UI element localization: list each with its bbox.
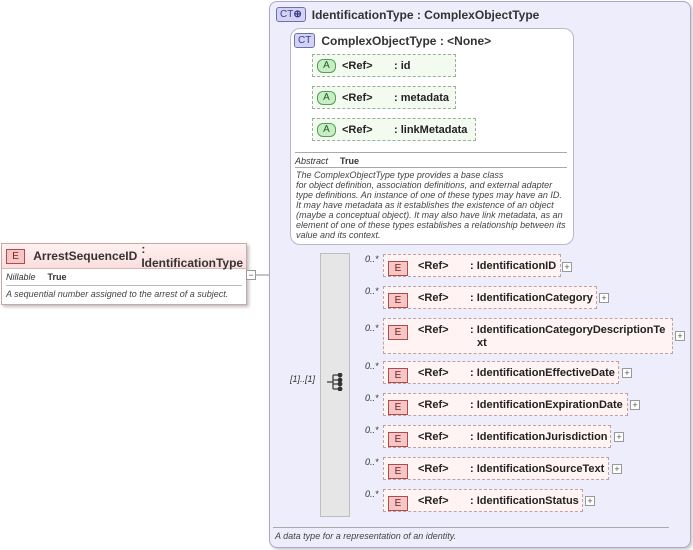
attribute-ref: <Ref> [342, 123, 373, 136]
description-line: value and its context. [296, 230, 381, 240]
complex-type-header: CT⊕ IdentificationType : ComplexObjectTy… [276, 7, 539, 22]
expand-icon[interactable]: + [585, 496, 595, 506]
complex-type-divider [273, 527, 669, 528]
child-ref: <Ref> [418, 495, 449, 507]
attribute-name: : metadata [394, 91, 450, 104]
child-multiplicity: 0..* [365, 361, 379, 371]
expand-icon[interactable]: + [612, 464, 622, 474]
child-multiplicity: 0..* [365, 489, 379, 499]
child-name: : IdentificationID [470, 260, 557, 272]
element-badge-icon: E [388, 325, 408, 340]
attribute-link-metadata[interactable]: A <Ref> : linkMetadata [312, 118, 476, 141]
nillable-row: Nillable True [6, 272, 242, 282]
child-name: : IdentificationJurisdiction [470, 431, 608, 443]
nillable-label: Nillable [6, 272, 36, 282]
expand-icon[interactable]: + [614, 432, 624, 442]
description-line: type definitions. An instance of one of … [296, 190, 562, 200]
element-badge-icon: E [388, 496, 408, 511]
element-badge-icon: E [388, 293, 408, 308]
child-ref: <Ref> [418, 292, 449, 304]
base-type-header: CT ComplexObjectType : <None> [294, 33, 491, 48]
sequence-cardinality: [1]..[1] [290, 374, 316, 384]
child-name: : IdentificationStatus [470, 495, 579, 507]
description-line: element of one of these types establishe… [296, 220, 566, 230]
base-type-description: The ComplexObjectType type provides a ba… [296, 170, 571, 240]
abstract-value: True [340, 156, 360, 166]
attribute-ref: <Ref> [342, 59, 373, 72]
attribute-badge-icon: A [317, 122, 336, 137]
child-identification-category[interactable]: E <Ref> : IdentificationCategory [383, 286, 597, 309]
child-name: : IdentificationEffectiveDate [470, 367, 615, 379]
expand-icon[interactable]: + [562, 262, 572, 272]
element-badge-icon: E [388, 261, 408, 276]
sequence-compositor-icon [327, 373, 343, 391]
attribute-name: : id [394, 59, 411, 72]
element-type: : IdentificationType [141, 242, 244, 270]
attribute-name: : linkMetadata [394, 123, 468, 136]
child-multiplicity: 0..* [365, 254, 379, 264]
base-type-divider [295, 167, 567, 168]
child-ref: <Ref> [418, 431, 449, 443]
child-identification-jurisdiction[interactable]: E <Ref> : IdentificationJurisdiction [383, 425, 611, 448]
element-badge-icon: E [388, 432, 408, 447]
child-multiplicity: 0..* [365, 457, 379, 467]
attribute-id[interactable]: A <Ref> : id [312, 54, 456, 77]
child-multiplicity: 0..* [365, 425, 379, 435]
collapse-toggle-icon[interactable]: − [246, 270, 256, 280]
child-ref: <Ref> [418, 367, 449, 379]
child-identification-status[interactable]: E <Ref> : IdentificationStatus [383, 489, 583, 512]
base-type-title: ComplexObjectType : <None> [321, 33, 492, 48]
expand-icon[interactable]: + [630, 400, 640, 410]
sequence-compositor[interactable] [320, 253, 350, 517]
child-multiplicity: 0..* [365, 323, 379, 333]
element-description: A sequential number assigned to the arre… [6, 289, 229, 299]
nillable-value: True [47, 272, 67, 282]
child-ref: <Ref> [418, 324, 449, 336]
child-identification-source-text[interactable]: E <Ref> : IdentificationSourceText [383, 457, 609, 480]
expand-icon[interactable]: + [622, 368, 632, 378]
child-name-continued: xt [477, 337, 487, 349]
child-ref: <Ref> [418, 260, 449, 272]
attribute-ref: <Ref> [342, 91, 373, 104]
element-header: E ArrestSequenceID : IdentificationType [2, 242, 246, 270]
child-ref: <Ref> [418, 463, 449, 475]
description-line: The ComplexObjectType type provides a ba… [296, 170, 504, 180]
element-badge-icon: E [388, 368, 408, 383]
attribute-badge-icon: A [317, 90, 336, 105]
element-badge-icon: E [388, 464, 408, 479]
description-line: It may have metadata as it establishes t… [296, 200, 554, 210]
complex-type-badge-icon: CT⊕ [276, 7, 306, 22]
child-identification-category-description-text[interactable]: E <Ref> : IdentificationCategoryDescript… [383, 318, 673, 354]
child-multiplicity: 0..* [365, 286, 379, 296]
element-name: ArrestSequenceID [33, 249, 138, 263]
description-line: (maybe a conceptual object). It may also… [296, 210, 563, 220]
child-multiplicity: 0..* [365, 393, 379, 403]
attribute-metadata[interactable]: A <Ref> : metadata [312, 86, 456, 109]
complex-type-description: A data type for a representation of an i… [275, 531, 457, 541]
child-name: : IdentificationSourceText [470, 463, 605, 475]
child-ref: <Ref> [418, 399, 449, 411]
child-name: : IdentificationExpirationDate [470, 399, 623, 411]
child-identification-id[interactable]: E <Ref> : IdentificationID [383, 254, 561, 277]
child-identification-effective-date[interactable]: E <Ref> : IdentificationEffectiveDate [383, 361, 619, 384]
abstract-label: Abstract [295, 156, 329, 166]
attribute-badge-icon: A [317, 58, 336, 73]
abstract-row: Abstract True [295, 156, 359, 166]
element-badge-icon: E [388, 400, 408, 415]
base-type-divider [295, 152, 567, 153]
child-name: : IdentificationCategory [470, 292, 593, 304]
description-line: for object definition, association defin… [296, 180, 553, 190]
child-identification-expiration-date[interactable]: E <Ref> : IdentificationExpirationDate [383, 393, 628, 416]
complex-type-title: IdentificationType : ComplexObjectType [311, 7, 540, 22]
base-type-badge-icon: CT [294, 33, 316, 48]
element-arrest-sequence-id[interactable]: E ArrestSequenceID : IdentificationType … [1, 242, 247, 305]
element-badge-icon: E [6, 248, 26, 264]
child-name: : IdentificationCategoryDescriptionTe [470, 324, 666, 336]
expand-icon[interactable]: + [675, 331, 685, 341]
expand-icon[interactable]: + [599, 293, 609, 303]
